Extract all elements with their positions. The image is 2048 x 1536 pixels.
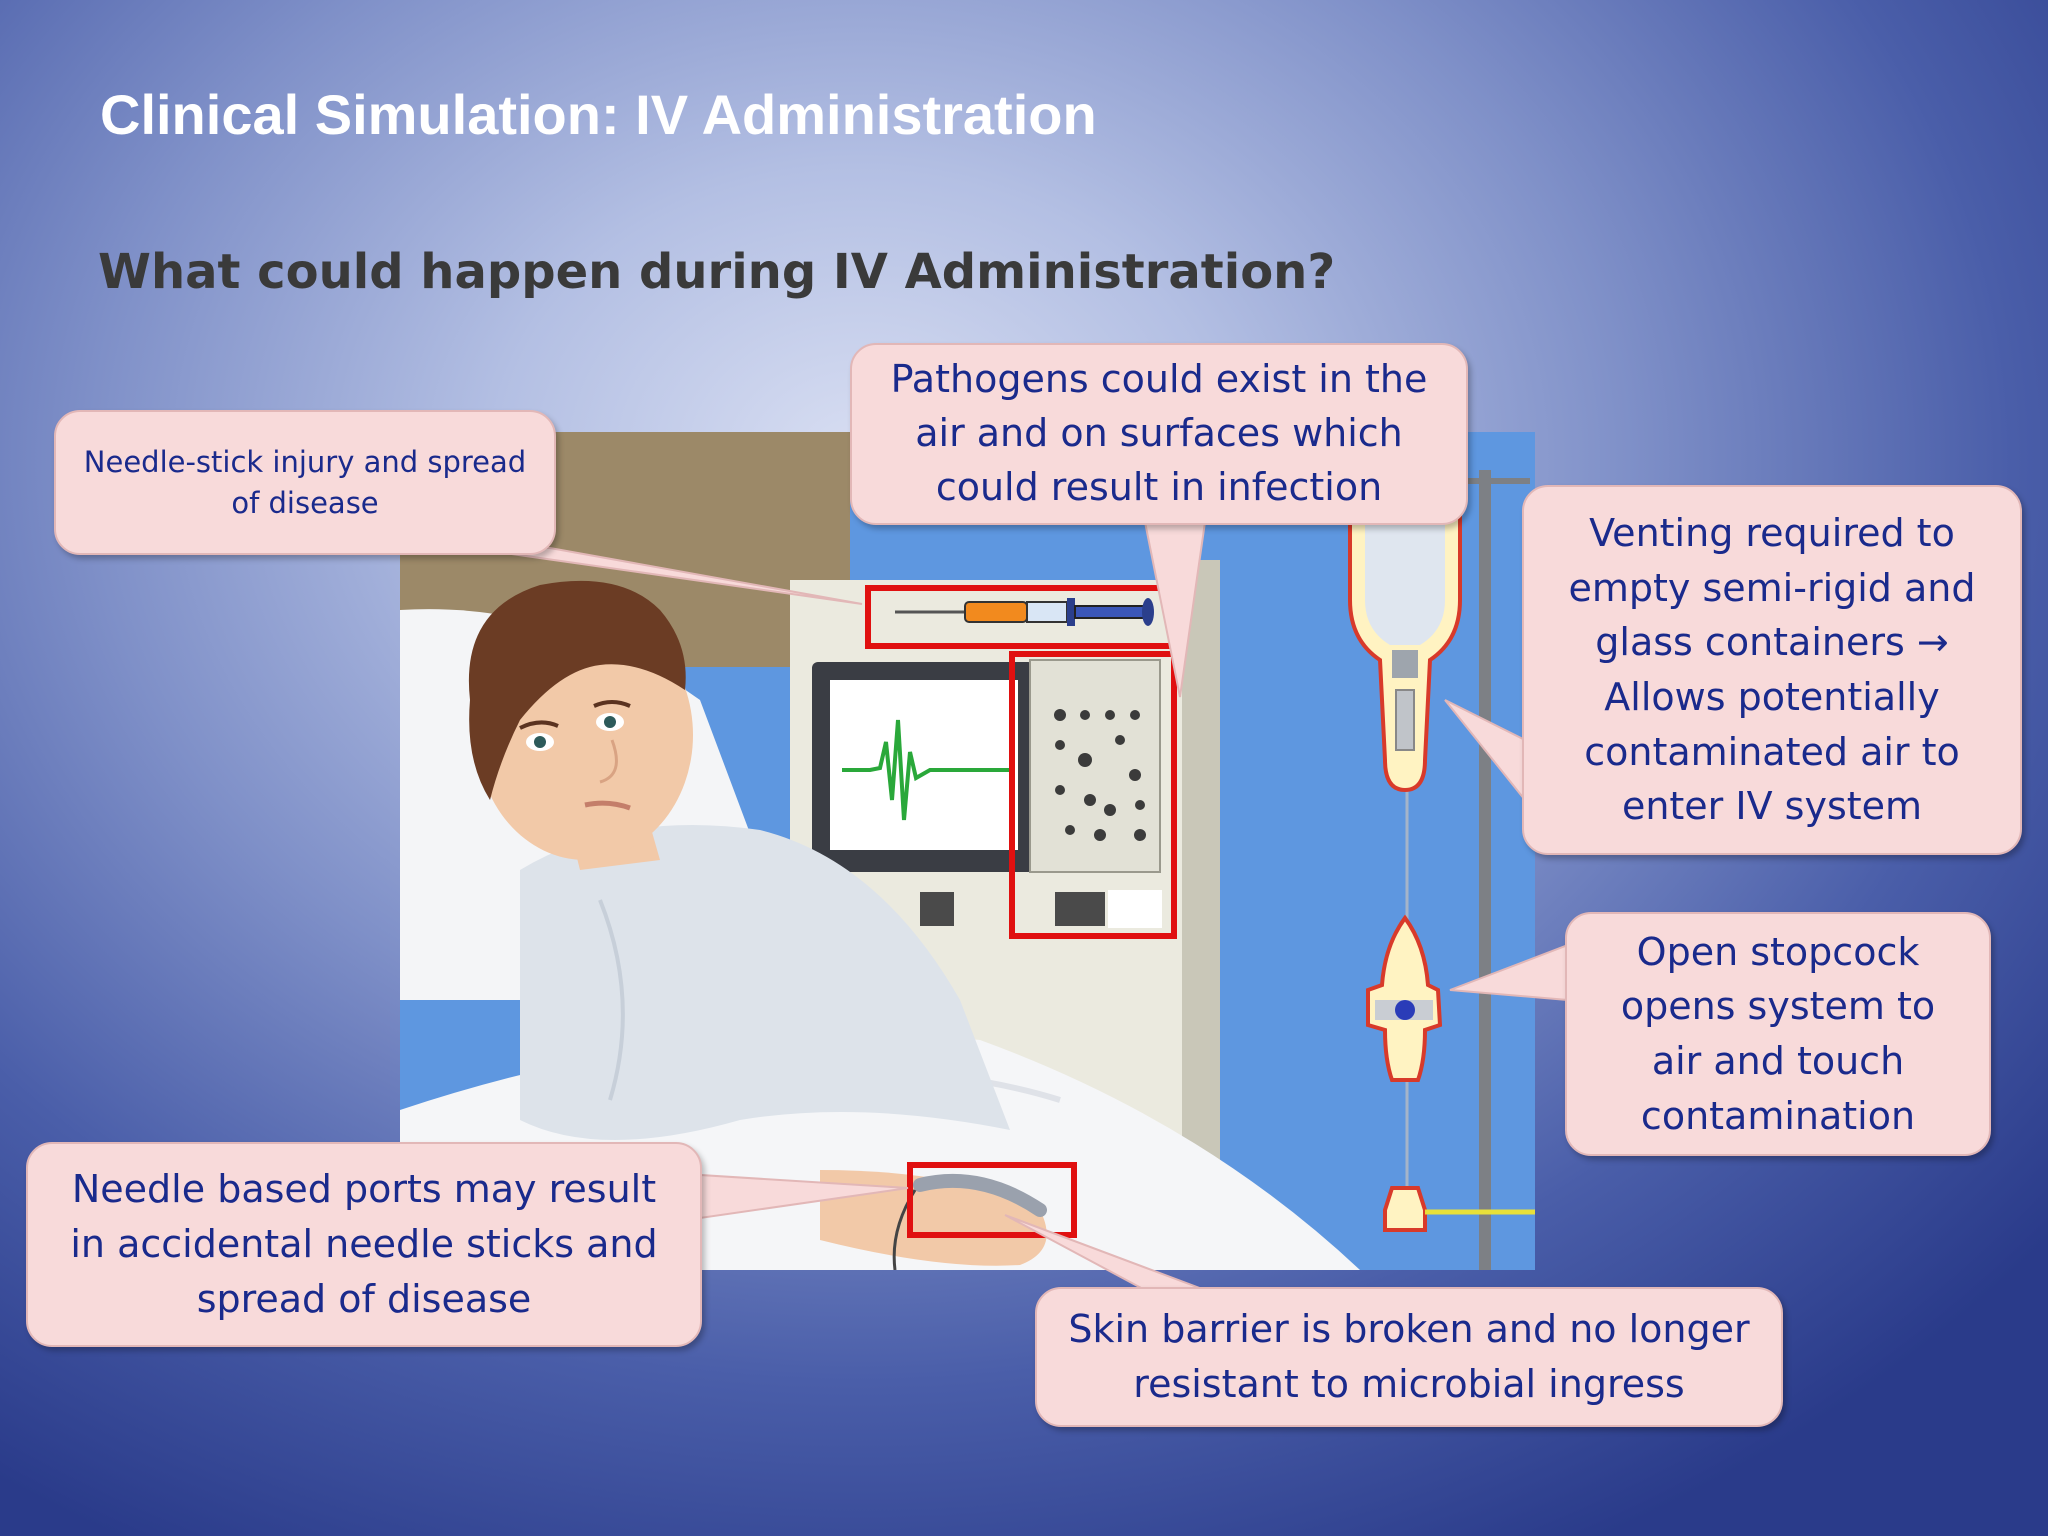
highlight-box-monitor [1009,651,1177,939]
callout-needle-stick: Needle-stick injury and spread of diseas… [54,410,556,555]
slide-subtitle: What could happen during IV Administrati… [98,244,1336,300]
callout-needle-stick-text: Needle-stick injury and spread of diseas… [83,445,527,520]
highlight-box-iv-site [907,1162,1077,1238]
monitor-icon [812,659,1162,928]
iv-bag-icon [1348,498,1462,793]
clamp-icon [1383,1186,1535,1232]
syringe-icon [895,598,1154,626]
callout-stopcock: Open stopcock opens system to air and to… [1565,912,1991,1156]
callout-needle-ports: Needle based ports may result in acciden… [26,1142,702,1347]
hospital-scene [400,432,1535,1270]
iv-cannula [913,1173,1047,1217]
patient-arm [820,1170,1047,1266]
iv-pole [1479,470,1491,1270]
patient-head [468,580,693,860]
callout-needle-ports-text: Needle based ports may result in acciden… [70,1167,658,1321]
callout-stopcock-text: Open stopcock opens system to air and to… [1620,929,1936,1138]
callout-venting-text: Venting required to empty semi-rigid and… [1568,510,1976,829]
stopcock-icon [1366,914,1443,1082]
callout-skin-barrier: Skin barrier is broken and no longer res… [1035,1287,1783,1427]
callout-skin-barrier-text: Skin barrier is broken and no longer res… [1068,1307,1750,1406]
callout-pathogens-text: Pathogens could exist in the air and on … [890,357,1428,509]
slide-title: Clinical Simulation: IV Administration [100,83,1097,146]
callout-venting: Venting required to empty semi-rigid and… [1522,485,2022,855]
callout-pathogens: Pathogens could exist in the air and on … [850,343,1468,525]
patient-gown [520,825,1010,1140]
